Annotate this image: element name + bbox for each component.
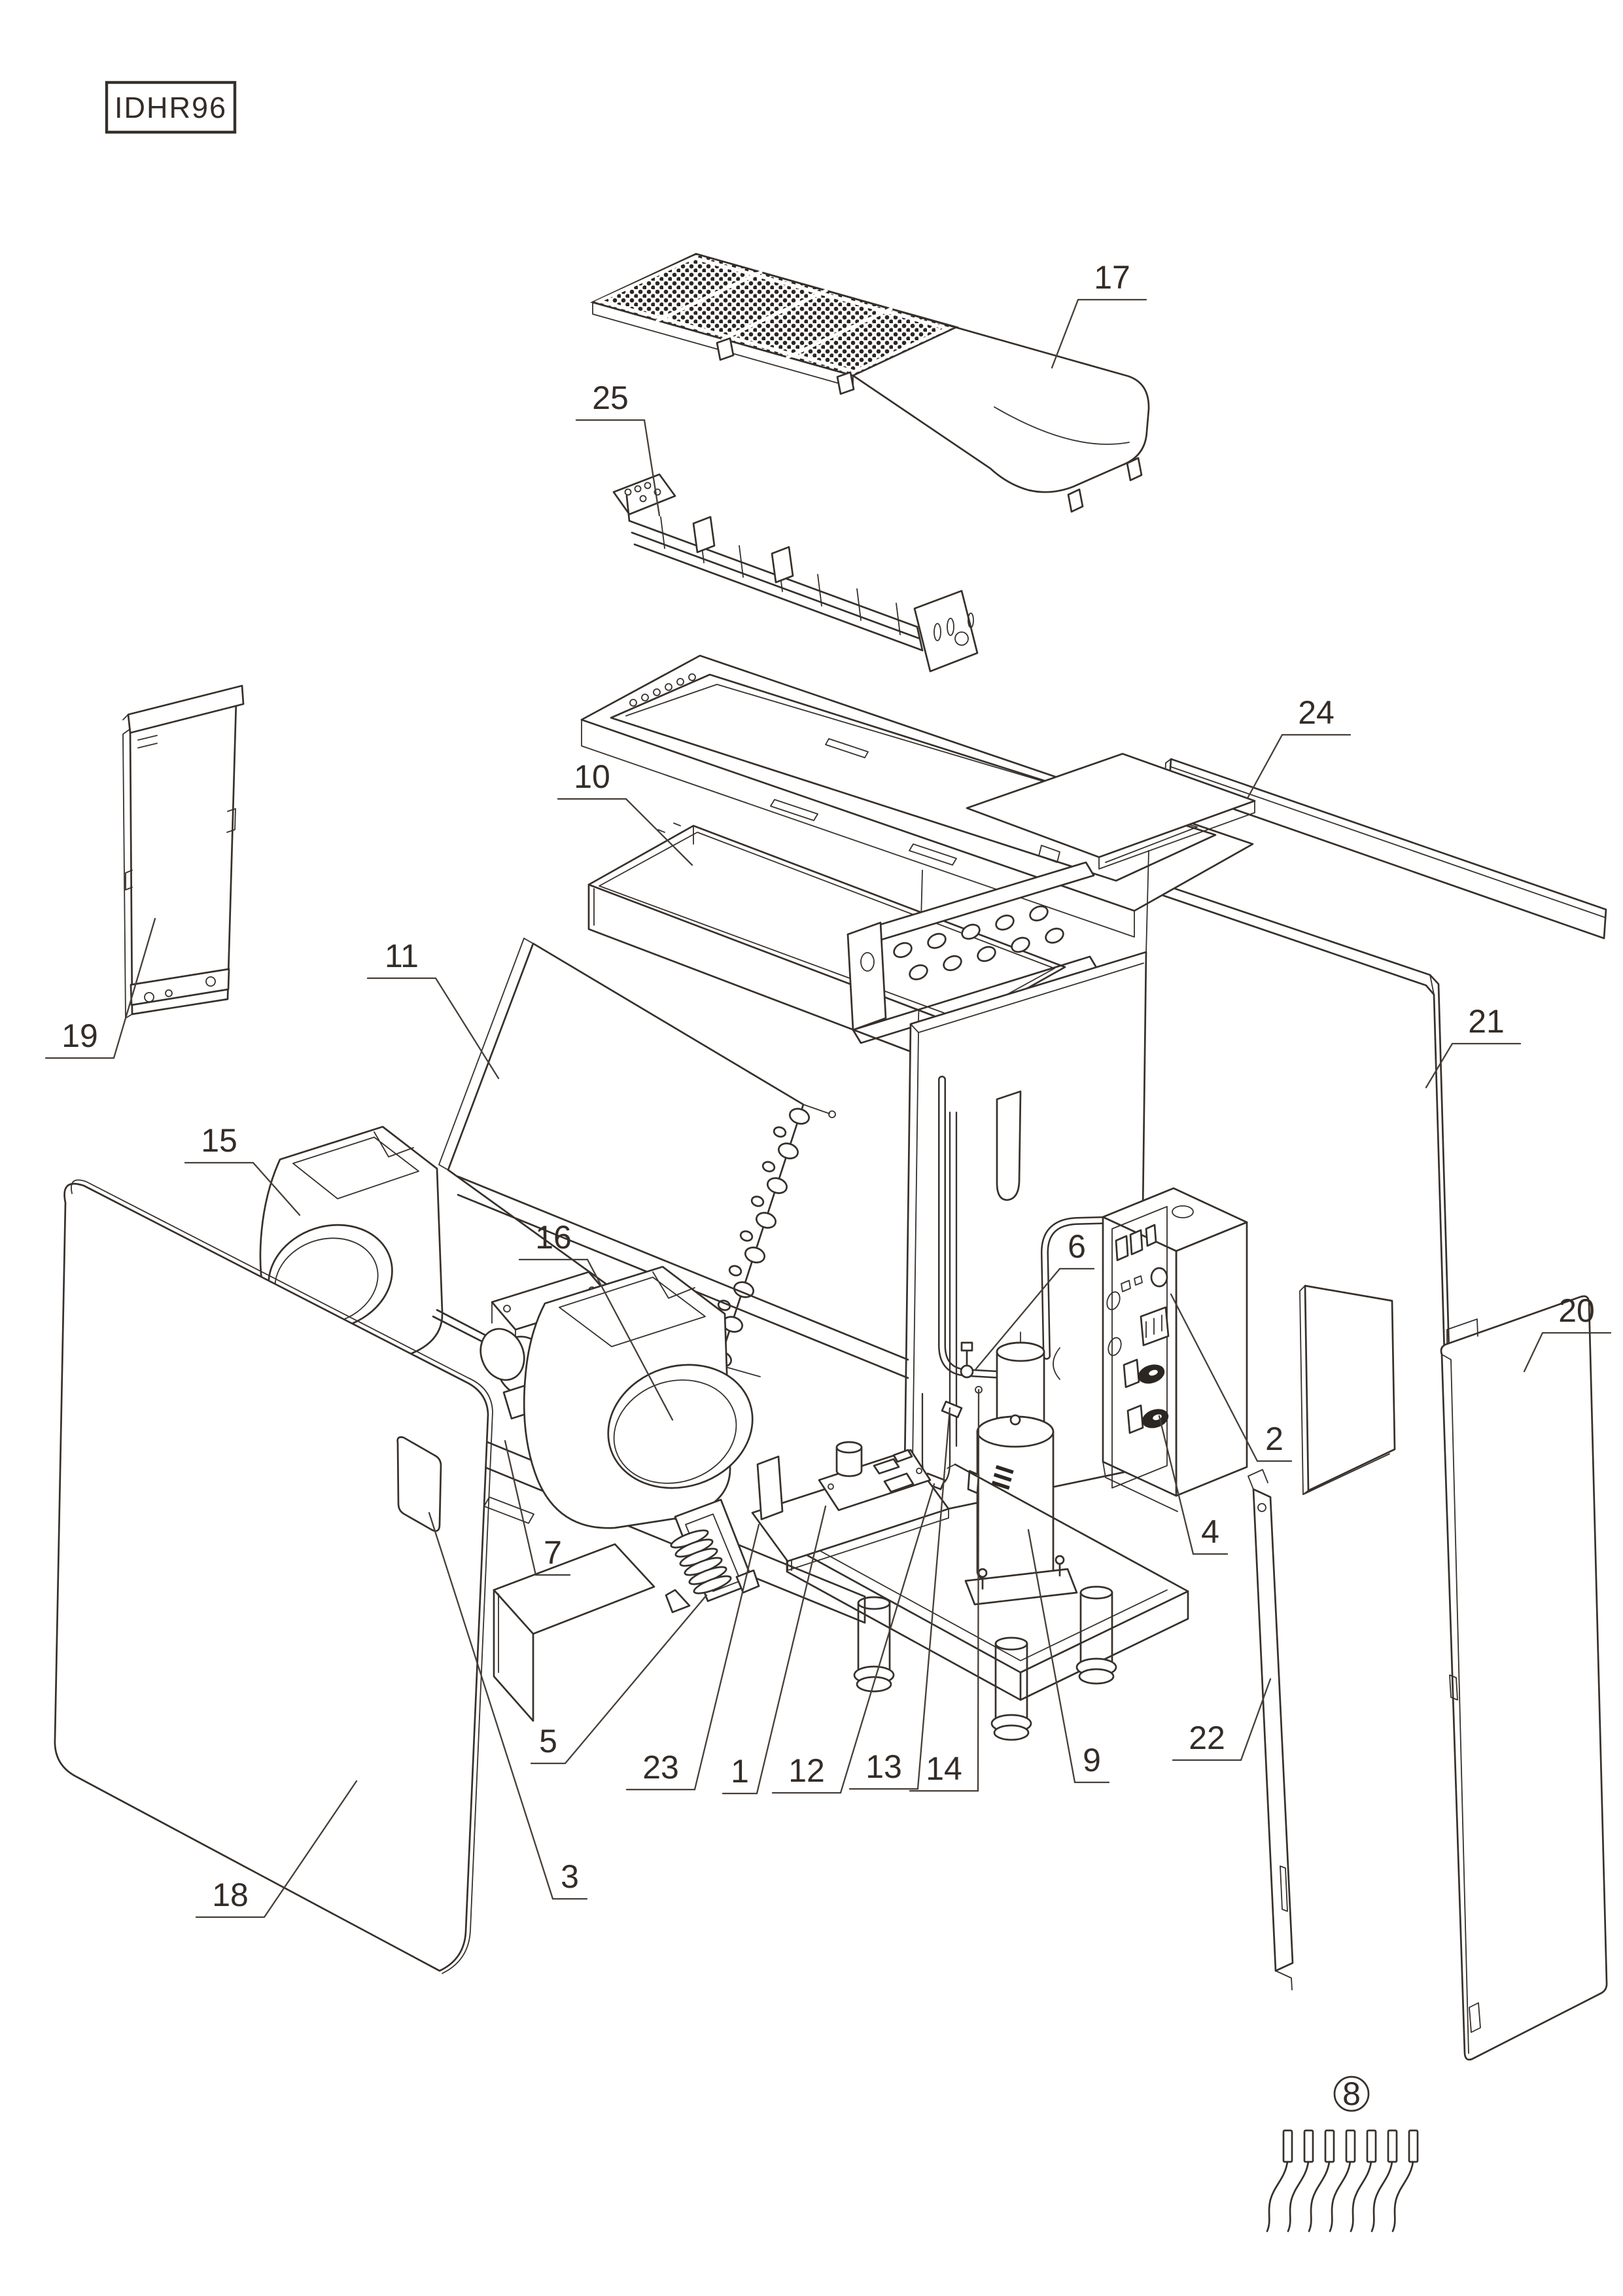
callout-5: 5 (530, 1594, 708, 1765)
box-pcb-components (1106, 1224, 1170, 1434)
svg-text:10: 10 (574, 758, 610, 795)
svg-text:8: 8 (1342, 2075, 1361, 2112)
callout-1: 1 (722, 1505, 827, 1795)
transformer (665, 1498, 760, 1614)
svg-text:5: 5 (539, 1723, 557, 1759)
callout-9: 9 (1027, 1528, 1110, 1784)
corner-strip (1248, 1469, 1294, 1990)
indoor-coil (438, 938, 836, 1377)
svg-text:24: 24 (1298, 694, 1335, 731)
service-valve (960, 1341, 983, 1394)
electric-heater (612, 473, 979, 673)
svg-text:3: 3 (561, 1858, 579, 1895)
chassis-top-frame (580, 654, 1256, 1021)
svg-text:2: 2 (1265, 1421, 1283, 1457)
svg-text:15: 15 (201, 1122, 237, 1159)
callout-25: 25 (575, 380, 661, 517)
svg-text:20: 20 (1558, 1292, 1595, 1329)
svg-text:13: 13 (865, 1748, 902, 1785)
callout-21: 21 (1425, 1003, 1522, 1089)
frame-vent-holes (629, 673, 696, 707)
svg-text:12: 12 (788, 1752, 825, 1789)
compressor (964, 1414, 1078, 1606)
callout-16: 16 (518, 1219, 674, 1421)
svg-text:22: 22 (1189, 1720, 1225, 1756)
model-label: IDHR96 (105, 80, 237, 134)
mounting-shelf (493, 1543, 655, 1722)
callout-17: 17 (1051, 259, 1147, 369)
svg-text:19: 19 (61, 1017, 98, 1054)
callout-4: 4 (1158, 1415, 1229, 1555)
front-panel (54, 1179, 493, 1974)
callout-15: 15 (184, 1122, 301, 1216)
base-leg (1075, 1585, 1117, 1685)
side-panel (1440, 1295, 1608, 2061)
callout-6: 6 (975, 1228, 1095, 1370)
svg-text:9: 9 (1083, 1742, 1101, 1778)
board-components (828, 1441, 922, 1493)
wire-set (1266, 2129, 1419, 2233)
callout-11: 11 (366, 938, 500, 1080)
svg-text:6: 6 (1068, 1228, 1086, 1265)
electrical-box (1102, 1187, 1248, 1512)
control-board (818, 1449, 932, 1511)
svg-text:17: 17 (1094, 259, 1130, 296)
callout-24: 24 (1247, 694, 1352, 798)
callout-2: 2 (1170, 1293, 1293, 1462)
svg-text:16: 16 (535, 1219, 572, 1256)
svg-text:21: 21 (1468, 1003, 1505, 1040)
svg-text:1: 1 (731, 1753, 749, 1790)
callout-23: 23 (625, 1523, 760, 1791)
callout-22: 22 (1172, 1678, 1272, 1761)
callout-7: 7 (504, 1439, 571, 1576)
svg-text:4: 4 (1201, 1513, 1219, 1550)
callout-13: 13 (848, 1407, 951, 1790)
callout-8-circled: 8 (1333, 2075, 1370, 2112)
base-leg (990, 1636, 1032, 1741)
svg-text:25: 25 (592, 380, 629, 416)
svg-text:11: 11 (385, 938, 419, 974)
sensor-clamp-13 (941, 1400, 963, 1419)
svg-text:7: 7 (544, 1534, 562, 1571)
control-board-assembly (751, 1441, 950, 1571)
callout-18: 18 (195, 1780, 358, 1918)
insulation-panel (1299, 1284, 1396, 1495)
svg-text:23: 23 (642, 1749, 679, 1786)
svg-text:18: 18 (212, 1877, 249, 1913)
callouts: 17 25 24 10 11 19 21 15 (44, 259, 1612, 2112)
model-label-text: IDHR96 (114, 91, 227, 124)
top-grille-cover (590, 253, 1150, 513)
callout-10: 10 (557, 758, 693, 866)
callout-19: 19 (44, 917, 156, 1059)
callout-12: 12 (771, 1483, 935, 1794)
panel-nameplate (396, 1436, 442, 1532)
callout-14: 14 (909, 1388, 980, 1792)
svg-text:14: 14 (926, 1750, 962, 1787)
callout-3: 3 (428, 1511, 588, 1900)
callout-20: 20 (1523, 1292, 1612, 1373)
blower-housing-right (523, 1265, 754, 1529)
coil-return-bends (710, 1108, 811, 1368)
compressor-label (991, 1465, 1014, 1490)
outdoor-coil-block (846, 861, 1099, 1044)
